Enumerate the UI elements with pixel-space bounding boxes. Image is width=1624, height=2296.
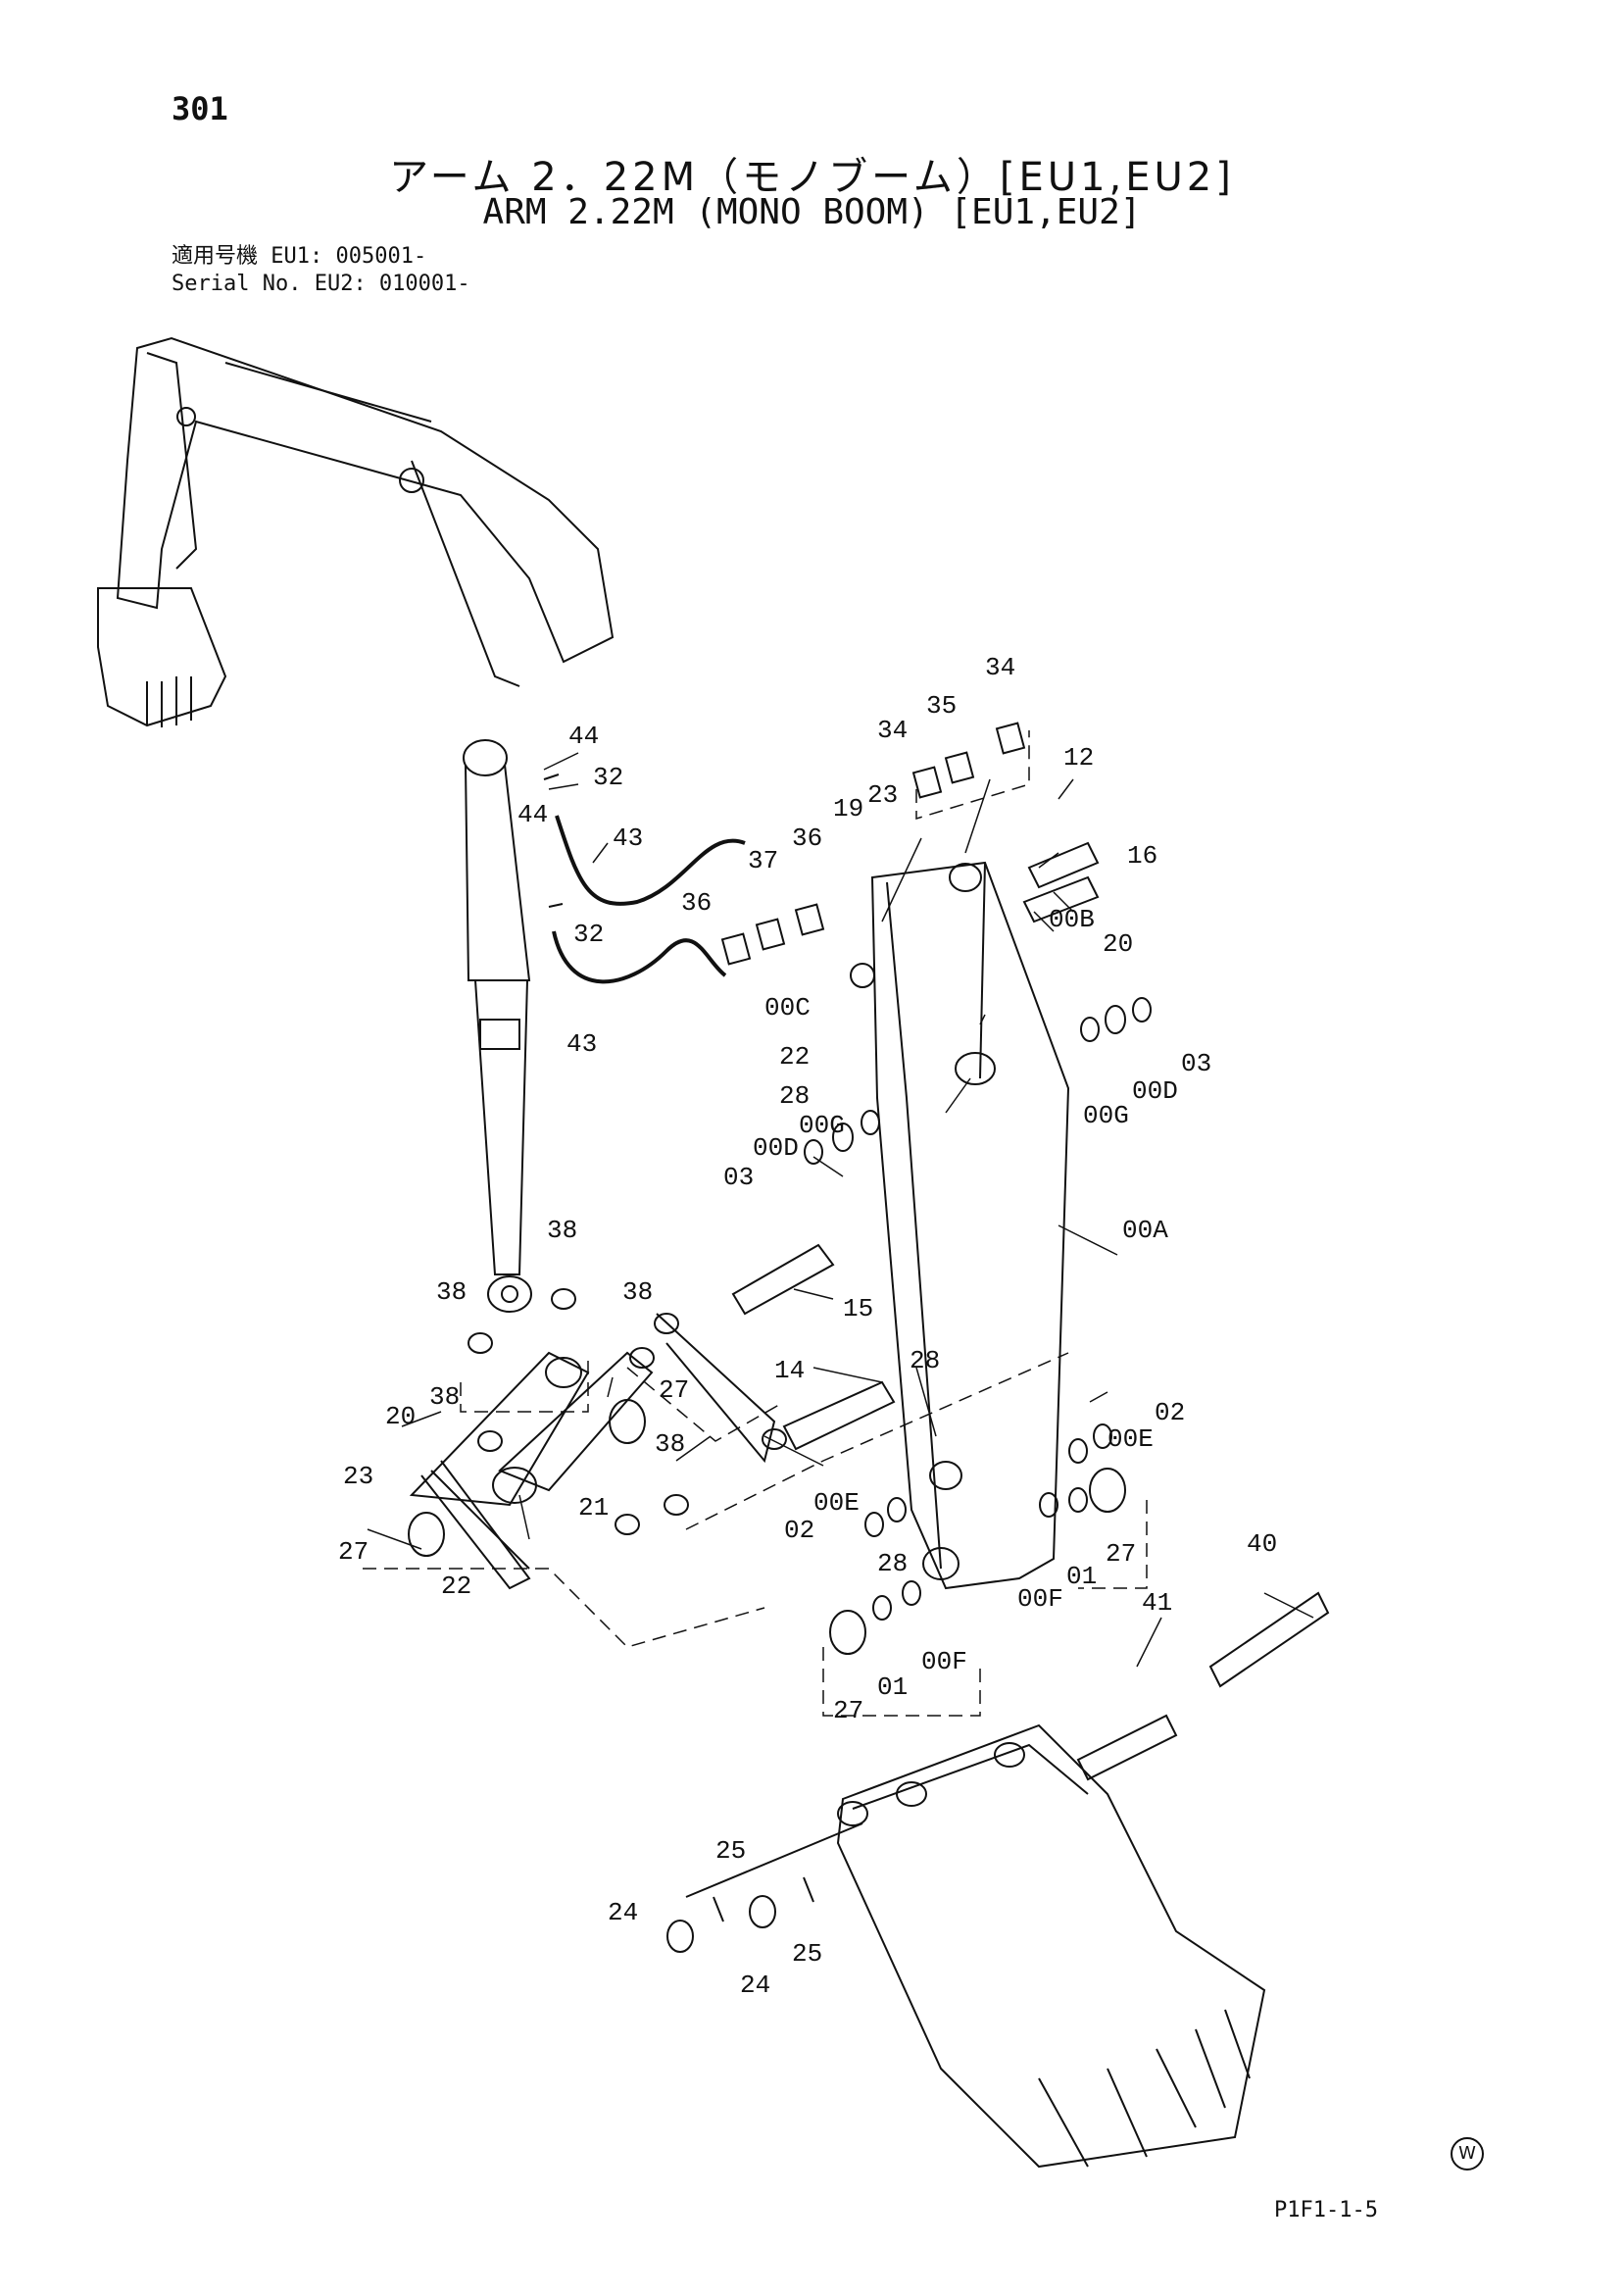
callout-20a: 20 (1103, 929, 1133, 959)
washers-and-rings-illustration (408, 722, 1152, 1953)
callout-22a: 22 (779, 1042, 810, 1072)
callout-27d: 27 (833, 1696, 863, 1725)
callout-27c: 27 (1106, 1539, 1136, 1569)
callout-28b: 28 (910, 1346, 940, 1375)
callout-03b: 03 (1181, 1049, 1211, 1078)
callout-43a: 43 (613, 824, 643, 853)
callout-16: 16 (1127, 841, 1157, 871)
callout-leader-lines (367, 752, 1314, 1668)
serial-eu2: EU2: 010001- (314, 272, 470, 296)
callout-27a: 27 (659, 1375, 689, 1405)
callout-35: 35 (926, 691, 957, 721)
callout-00Ea: 00E (813, 1488, 860, 1518)
callout-34b: 34 (985, 653, 1015, 682)
excavator-overview-illustration (97, 336, 615, 727)
serial-applicability: 適用号機 EU1: 005001- Serial No. EU2: 010001… (172, 243, 470, 298)
serial-label-en: Serial No. (172, 272, 302, 296)
callout-00Da: 00D (753, 1133, 799, 1163)
callout-32a: 32 (593, 763, 623, 792)
callout-27b: 27 (338, 1537, 369, 1567)
callout-12: 12 (1063, 743, 1094, 773)
callout-labels: 44 32 44 43 32 43 36 37 36 19 23 34 35 3… (338, 653, 1277, 2000)
callout-41: 41 (1142, 1588, 1172, 1618)
callout-00Gb: 00G (1083, 1101, 1129, 1130)
callout-38a: 38 (436, 1277, 467, 1307)
callout-00Db: 00D (1132, 1076, 1178, 1106)
callout-25a: 25 (715, 1836, 746, 1866)
arm-cylinder-illustration (463, 739, 532, 1313)
callout-28c: 28 (877, 1549, 908, 1578)
callout-00C: 00C (764, 993, 811, 1023)
serial-eu1: EU1: 005001- (271, 244, 427, 269)
callout-01b: 01 (877, 1672, 908, 1702)
arm-body-illustration (850, 861, 1070, 1590)
callout-37: 37 (748, 846, 778, 875)
hoses-illustration (543, 774, 746, 984)
callout-24a: 24 (608, 1898, 638, 1927)
callout-01a: 01 (1066, 1562, 1097, 1591)
serial-label-jp: 適用号機 (172, 244, 259, 269)
callout-00Ga: 00G (799, 1111, 845, 1140)
callout-14: 14 (774, 1356, 805, 1385)
callout-34a: 34 (877, 716, 908, 745)
callout-38e: 38 (655, 1429, 685, 1459)
callout-36a: 36 (681, 888, 712, 918)
figure-code: P1F1-1-5 (1274, 2198, 1378, 2222)
callout-15: 15 (843, 1294, 873, 1323)
pins-illustration (731, 841, 1330, 1781)
callout-24b: 24 (740, 1971, 770, 2000)
callout-23b: 23 (343, 1462, 373, 1491)
callout-20b: 20 (385, 1402, 416, 1431)
bucket-links-illustration (409, 1313, 787, 1590)
callout-00Fb: 00F (921, 1647, 967, 1676)
callout-21: 21 (578, 1493, 609, 1522)
bucket-illustration (685, 1723, 1266, 2169)
callout-38c: 38 (622, 1277, 653, 1307)
callout-44b: 44 (517, 800, 548, 829)
callout-02b: 02 (1155, 1398, 1185, 1427)
callout-32b: 32 (573, 920, 604, 949)
callout-43b: 43 (566, 1029, 597, 1059)
callout-38b: 38 (547, 1216, 577, 1245)
callout-00B: 00B (1049, 905, 1095, 934)
callout-03a: 03 (723, 1163, 754, 1192)
callout-23a: 23 (867, 780, 898, 810)
callout-36b: 36 (792, 824, 822, 853)
callout-00Fa: 00F (1017, 1584, 1063, 1614)
callout-00Eb: 00E (1107, 1424, 1154, 1454)
callout-25b: 25 (792, 1939, 822, 1969)
page-number: 301 (172, 90, 228, 127)
callout-28a: 28 (779, 1081, 810, 1111)
callout-40: 40 (1247, 1529, 1277, 1559)
callout-02a: 02 (784, 1516, 814, 1545)
callout-19: 19 (833, 794, 863, 824)
callout-00A: 00A (1122, 1216, 1168, 1245)
title-english: ARM 2.22M (MONO BOOM) [EU1,EU2] (482, 192, 1142, 232)
callout-38d: 38 (429, 1382, 460, 1412)
callout-22b: 22 (441, 1572, 471, 1601)
w-mark-symbol: W (1451, 2137, 1484, 2171)
callout-44a: 44 (568, 722, 599, 751)
title-japanese: アーム 2．22M（モノブーム）[EU1,EU2] (389, 155, 1235, 200)
assembly-reference-lines (363, 730, 1148, 1717)
